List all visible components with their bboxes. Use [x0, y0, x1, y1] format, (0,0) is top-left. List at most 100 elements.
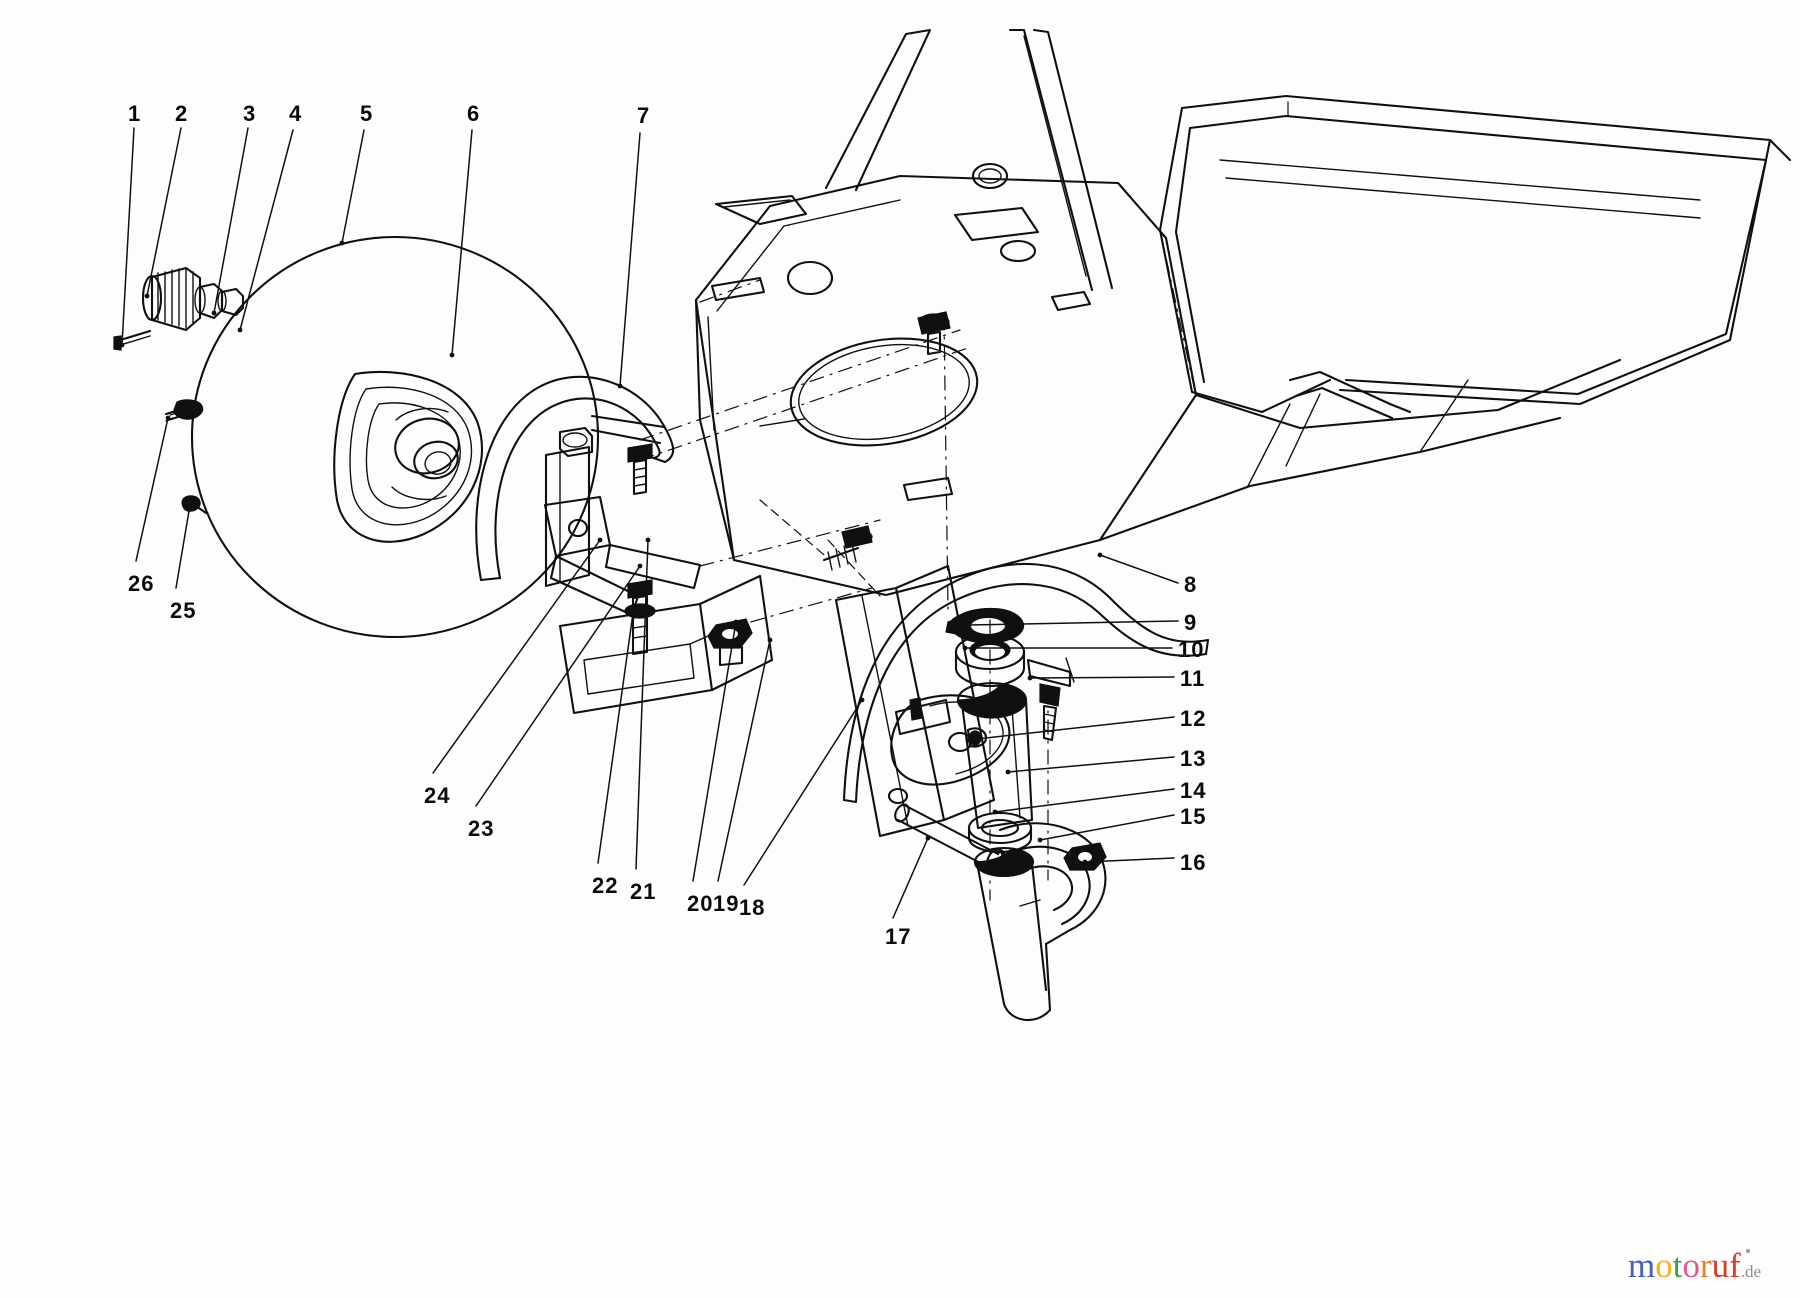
- leader-tip-25: [187, 502, 193, 508]
- leader-tip-23: [637, 563, 643, 569]
- leader-22: [597, 605, 635, 864]
- watermark-letter-0: m: [1628, 1246, 1656, 1285]
- callout-22: 22: [592, 873, 619, 898]
- frame-bracket: [834, 564, 1011, 838]
- leader-tip-16: [1082, 859, 1088, 865]
- callout-17: 17: [885, 924, 912, 949]
- leader-lines: [119, 127, 1179, 919]
- leader-25: [175, 504, 191, 589]
- callout-25: 25: [170, 598, 197, 623]
- bolt-11: [1026, 657, 1075, 742]
- watermark-letter-1: o: [1655, 1246, 1673, 1285]
- watermark-dot: [1746, 1249, 1750, 1253]
- leader-tip-1: [119, 342, 125, 348]
- spring-detail: [822, 525, 873, 571]
- axle-bolt-26: [164, 399, 204, 422]
- leader-tip-20: [733, 619, 739, 625]
- leader-24: [432, 539, 601, 774]
- callout-23: 23: [468, 816, 495, 841]
- leader-5: [341, 129, 365, 244]
- callout-24: 24: [424, 783, 451, 808]
- callout-9: 9: [1184, 610, 1198, 635]
- leader-tip-6: [449, 352, 455, 358]
- leader-26: [135, 417, 169, 562]
- tractor-frame: [694, 28, 1792, 597]
- callout-26: 26: [128, 571, 155, 596]
- leader-tip-8: [1097, 552, 1103, 558]
- leader-2: [146, 127, 182, 297]
- front-tire-group: [190, 235, 600, 639]
- callout-8: 8: [1184, 572, 1198, 597]
- leader-12: [967, 716, 1175, 741]
- leader-8: [1099, 554, 1179, 584]
- leader-tip-17: [925, 835, 931, 841]
- leader-tip-22: [631, 603, 637, 609]
- watermark-letter-3: o: [1682, 1246, 1700, 1285]
- callout-4: 4: [289, 101, 303, 126]
- leader-tip-7: [617, 383, 623, 389]
- callout-1: 1: [128, 101, 142, 126]
- leader-4: [239, 129, 294, 331]
- leader-tip-3: [211, 310, 217, 316]
- leader-tip-26: [165, 415, 171, 421]
- bolt-23: [627, 443, 653, 496]
- watermark-letters: motoruf: [1628, 1248, 1741, 1283]
- leader-tip-9: [965, 622, 971, 628]
- callout-15: 15: [1180, 804, 1207, 829]
- leader-tip-21: [645, 537, 651, 543]
- leader-tip-19: [767, 637, 773, 643]
- callout-16: 16: [1180, 850, 1207, 875]
- watermark-letter-6: f: [1729, 1246, 1741, 1285]
- leader-tip-18: [859, 697, 865, 703]
- right-spindle-assembly: [834, 564, 1107, 1022]
- leader-tip-11: [1027, 675, 1033, 681]
- callout-6: 6: [467, 101, 481, 126]
- leader-tip-15: [1037, 837, 1043, 843]
- callout-19: 19: [713, 891, 740, 916]
- lower-spindle-15: [973, 846, 1048, 1006]
- callout-7: 7: [637, 103, 651, 128]
- watermark-suffix: .de: [1740, 1262, 1762, 1281]
- leader-15: [1039, 814, 1175, 841]
- motoruf-watermark: motoruf.de: [1628, 1248, 1761, 1283]
- leader-21: [635, 539, 649, 870]
- leader-tip-24: [597, 537, 603, 543]
- steering-knuckle: [998, 822, 1107, 1022]
- hubcap-bearing-stack: [113, 266, 245, 351]
- callout-13: 13: [1180, 746, 1207, 771]
- leader-tip-4: [237, 327, 243, 333]
- leader-tip-12: [965, 737, 971, 743]
- leader-tip-14: [992, 809, 998, 815]
- leader-23: [475, 565, 641, 807]
- construction-lines: [639, 101, 1289, 901]
- leader-20: [692, 621, 737, 882]
- leader-tip-5: [339, 240, 345, 246]
- leader-18: [743, 699, 863, 886]
- leader-9: [967, 620, 1179, 626]
- leader-6: [451, 129, 473, 356]
- leader-16: [1084, 857, 1175, 863]
- callout-12: 12: [1180, 706, 1207, 731]
- callout-20: 20: [687, 891, 714, 916]
- clevis-pin-17: [894, 803, 1006, 872]
- callout-2: 2: [175, 101, 189, 126]
- leader-19: [717, 639, 771, 882]
- watermark-letter-2: t: [1672, 1246, 1683, 1285]
- leader-1: [121, 127, 135, 346]
- leader-tip-10: [962, 645, 968, 651]
- callout-21: 21: [630, 879, 657, 904]
- leader-14: [994, 788, 1175, 813]
- leader-17: [892, 837, 929, 919]
- callout-18: 18: [739, 895, 766, 920]
- leader-tip-13: [1005, 769, 1011, 775]
- center-axle-bracket: [475, 375, 774, 715]
- leader-7: [619, 132, 641, 387]
- watermark-letter-4: r: [1699, 1246, 1712, 1285]
- callout-10: 10: [1178, 637, 1205, 662]
- leader-13: [1007, 756, 1175, 773]
- callout-5: 5: [360, 101, 374, 126]
- retaining-clip-9: [945, 607, 1024, 644]
- callout-14: 14: [1180, 778, 1207, 803]
